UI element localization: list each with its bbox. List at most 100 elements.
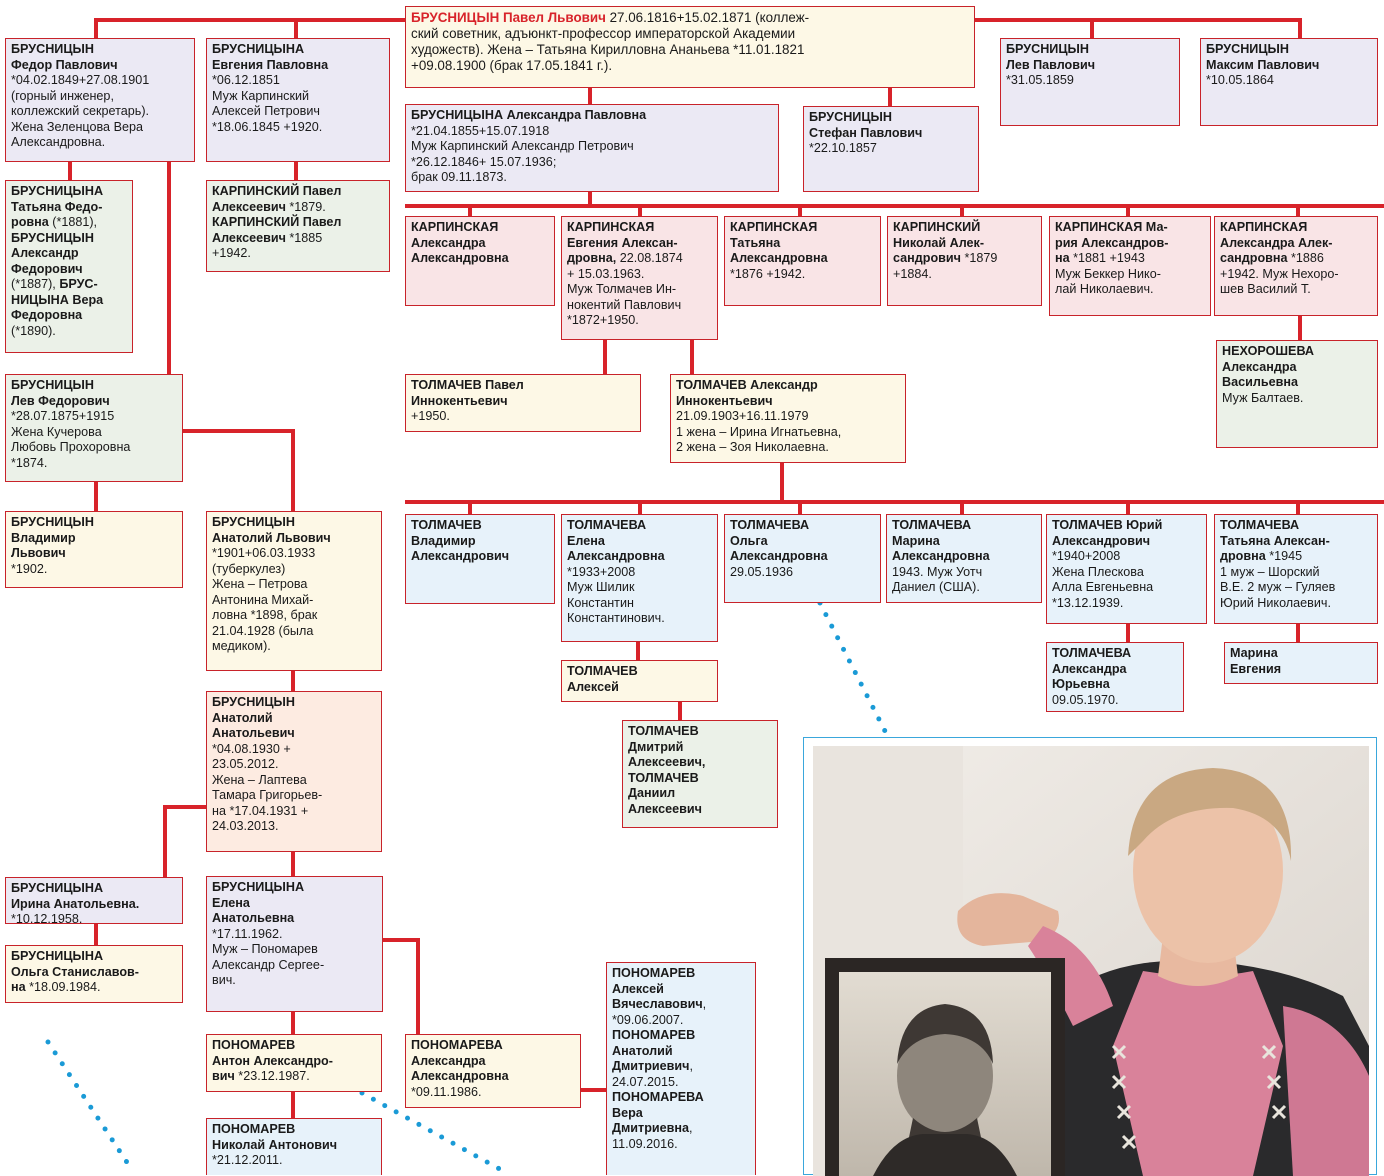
person-name: КАРПИНСКИЙ Николай Алек- сандрович [893, 220, 985, 265]
person-name: БРУС- НИЦЫНА Вера Федоровна [11, 277, 104, 322]
person-details: 29.05.1936 [730, 564, 794, 579]
person-details: 1943. Муж Уотч Даниел (США). [892, 564, 983, 595]
person-name: ТОЛМАЧЕВ Павел Иннокентьевич [411, 378, 524, 408]
person-anatoly-a: БРУСНИЦЫН Анатолий Анатольевич*04.08.193… [206, 691, 382, 852]
person-name: КАРПИНСКАЯ Ма- рия Александров- на [1055, 220, 1169, 265]
person-name: БРУСНИЦЫН Анатолий Львович [212, 515, 331, 545]
person-elena-a: БРУСНИЦЫНА Елена Анатольевна*17.11.1962.… [206, 876, 383, 1012]
person-root-brusnitsyn-pavel: БРУСНИЦЫН Павел Львович 27.06.1816+15.02… [405, 6, 975, 88]
line-k6-nehorosheva [1298, 316, 1302, 340]
person-name: КАРПИНСКАЯ Александра Алек- сандровна [1220, 220, 1333, 265]
person-details: *23.12.1987. [234, 1069, 310, 1083]
person-vladimir-l: БРУСНИЦЫН Владимир Львович *1902. [5, 511, 183, 588]
person-name: Марина Евгения [1230, 646, 1282, 676]
person-details: 27.06.1816+15.02.1871 (коллеж- ский сове… [411, 10, 810, 73]
person-details: *1945 1 муж – Шорский В.Е. 2 муж – Гуляе… [1220, 549, 1336, 610]
line-drop-t2 [638, 500, 642, 514]
line-evgeniya-pavel [294, 162, 298, 180]
line-anatoly-irina-h [164, 805, 208, 809]
line-alexandr-down [780, 463, 784, 504]
line-evgeniya-pavel-t [603, 340, 607, 374]
person-name: БРУСНИЦЫН Федор Павлович [11, 42, 118, 72]
person-name: ТОЛМАЧЕВА Елена Александровна [567, 518, 665, 563]
dots-olga-s [45, 1039, 135, 1173]
line-lev-anatoly-h [183, 429, 295, 433]
line-tolmachev-bar [405, 500, 1384, 504]
person-details: *1901+06.03.1933 (туберкулез) Жена – Пет… [212, 546, 318, 653]
person-details: 21.09.1903+16.11.1979 1 жена – Ирина Игн… [676, 409, 842, 454]
line-yuri-alexandra [1126, 624, 1130, 642]
photo-arm [1028, 926, 1113, 1026]
person-details: (*1881), [48, 215, 98, 229]
person-nehorosheva: НЕХОРОШЕВА Александра Васильевна Муж Бал… [1216, 340, 1378, 448]
person-t-pavel: ТОЛМАЧЕВ Павел Иннокентьевич +1950. [405, 374, 641, 432]
person-name: КАРПИНСКАЯ Евгения Алексан- дровна, [567, 220, 678, 265]
line-anton-nikolay [291, 1092, 295, 1118]
person-karpinsky-pavel: КАРПИНСКИЙ Павел Алексеевич *1879. КАРПИ… [206, 180, 390, 272]
line-evgeniya-alexandr-t [690, 340, 694, 374]
line-elena-alexey [636, 642, 640, 660]
person-name: БРУСНИЦЫН Лев Федорович [11, 378, 110, 408]
line-lev-vladimir [94, 482, 98, 511]
line-alexey-dmitry [678, 702, 682, 720]
person-anatoly-l: БРУСНИЦЫН Анатолий Львович*1901+06.03.19… [206, 511, 382, 671]
person-ponomarev-kids: ПОНОМАРЕВ Алексей Вячеславович, *09.06.2… [606, 962, 756, 1175]
line-drop-k4 [960, 204, 964, 216]
person-name: КАРПИНСКИЙ Павел Алексеевич [212, 184, 342, 214]
line-top-right [975, 18, 1300, 22]
person-name: ПОНОМАРЕВА Александра Александровна [411, 1038, 509, 1083]
person-name: ТОЛМАЧЕВ Юрий Александрович [1052, 518, 1163, 548]
person-k-nikolay: КАРПИНСКИЙ Николай Алек- сандрович *1879… [887, 216, 1042, 306]
person-details: (*1890). [11, 323, 56, 338]
person-name: ТОЛМАЧЕВА Ольга Александровна [730, 518, 828, 563]
person-alexandra-p: БРУСНИЦЫНА Александра Павловна*21.04.185… [405, 104, 779, 192]
photo-frame [803, 737, 1377, 1176]
person-t-tatyana: ТОЛМАЧЕВА Татьяна Алексан- дровна *1945 … [1214, 514, 1378, 624]
person-t-alexandr: ТОЛМАЧЕВ Александр Иннокентьевич 21.09.1… [670, 374, 906, 463]
person-name: ПОНОМАРЕВ Алексей Вячеславович [612, 966, 703, 1011]
person-details: *31.05.1859 [1006, 73, 1074, 87]
person-details: *1885 +1942. [212, 230, 323, 261]
person-t-alexey: ТОЛМАЧЕВ Алексей [561, 660, 718, 702]
person-details: *17.11.1962. Муж – Пономарев Александр С… [212, 926, 325, 988]
person-irina-a: БРУСНИЦЫНА Ирина Анатольевна.*10.12.1958… [5, 877, 183, 924]
person-olga-s: БРУСНИЦЫНА Ольга Станиславов- на *18.09.… [5, 945, 183, 1003]
person-name: НЕХОРОШЕВА Александра Васильевна [1222, 344, 1315, 389]
person-ponomarev-anton: ПОНОМАРЕВ Антон Александро- вич *23.12.1… [206, 1034, 382, 1092]
person-details: *04.02.1849+27.08.1901 (горный инженер, … [11, 73, 150, 149]
person-name: КАРПИНСКИЙ Павел Алексеевич [212, 215, 342, 245]
photo-hand [957, 893, 1059, 946]
person-t-dmitry-daniil: ТОЛМАЧЕВ Дмитрий Алексеевич, ТОЛМАЧЕВ Да… [622, 720, 778, 828]
line-drop-t5 [1126, 500, 1130, 514]
line-irina-olga [94, 924, 98, 945]
person-details: *28.07.1875+1915 Жена Кучерова Любовь Пр… [11, 409, 131, 470]
line-anatoly-elena [291, 852, 295, 876]
photo-embroidery [1111, 1044, 1287, 1150]
photo-hair [1128, 768, 1292, 861]
line-drop-t6 [1296, 500, 1300, 514]
person-name: ПОНОМАРЕВ Анатолий Дмитриевич [612, 1028, 696, 1073]
person-name: БРУСНИЦЫНА Александра Павловна [411, 108, 647, 122]
line-root-stefan [888, 88, 892, 106]
photo-portrait-frame [825, 958, 1065, 1176]
person-name: БРУСНИЦЫНА Татьяна Федо- ровна [11, 184, 104, 229]
person-ponomareva-alexandra: ПОНОМАРЕВА Александра Александровна *09.… [405, 1034, 581, 1108]
person-details: *10.12.1958. [11, 912, 83, 924]
person-details: *21.04.1855+15.07.1918 Муж Карпинский Ал… [411, 123, 634, 185]
person-ponomarev-nikolay: ПОНОМАРЕВ Николай Антонович*21.12.2011. [206, 1118, 382, 1175]
person-details: *1876 +1942. [730, 266, 806, 281]
person-details: *04.08.1930 + 23.05.2012. Жена – Лаптева… [212, 741, 323, 834]
person-details: 22.08.1874 + 15.03.1963. Муж Толмачев Ин… [567, 251, 683, 327]
person-name: ТОЛМАЧЕВ Владимир Александрович [411, 518, 510, 563]
person-details: *1940+2008 Жена Плескова Алла Евгеньевна… [1052, 549, 1154, 610]
line-alexandra-down [588, 192, 592, 206]
person-name: БРУСНИЦЫН Лев Павлович [1006, 42, 1096, 72]
person-k-alexandra2: КАРПИНСКАЯ Александра Алек- сандровна *1… [1214, 216, 1378, 316]
person-marina-evgeniya: Марина Евгения [1224, 642, 1378, 684]
person-name: БРУСНИЦЫНА Ирина Анатольевна. [11, 881, 140, 911]
line-drop-k5 [1126, 204, 1130, 216]
dots-olga-photo [817, 600, 891, 740]
person-name: ТОЛМАЧЕВ Александр Иннокентьевич [676, 378, 818, 408]
